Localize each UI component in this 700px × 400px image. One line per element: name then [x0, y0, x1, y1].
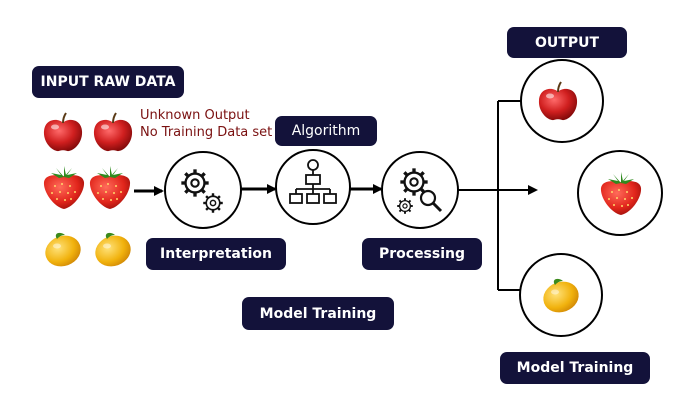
gear-magnifier-icon: [396, 166, 443, 215]
mango-image: [40, 230, 86, 272]
output-label: OUTPUT: [507, 27, 627, 58]
interpretation-label: Interpretation: [146, 238, 286, 270]
apple-image: [92, 112, 134, 153]
flow-arrows: [134, 184, 383, 196]
processing-label: Processing: [362, 238, 482, 270]
processing-node: [381, 151, 459, 229]
apple-image: [42, 112, 84, 153]
unknown-output-note: Unknown Output: [140, 108, 250, 123]
flowchart-icon: [289, 159, 337, 204]
strawberry-image: [43, 166, 85, 209]
model-training-label: Model Training: [242, 297, 394, 330]
output-mango-node: [519, 253, 603, 337]
mango-image: [90, 230, 136, 272]
algorithm-node: [275, 149, 351, 225]
input-fruits: [40, 112, 136, 272]
output-connector: [458, 100, 538, 291]
model-training-output-label: Model Training: [500, 352, 650, 384]
input-raw-data-label: INPUT RAW DATA: [32, 66, 184, 98]
no-training-data-note: No Training Data set: [140, 125, 273, 140]
algorithm-label: Algorithm: [275, 116, 377, 146]
output-strawberry-node: [577, 150, 663, 236]
strawberry-image: [89, 166, 131, 209]
output-apple-node: [520, 59, 604, 143]
interpretation-node: [164, 151, 242, 229]
